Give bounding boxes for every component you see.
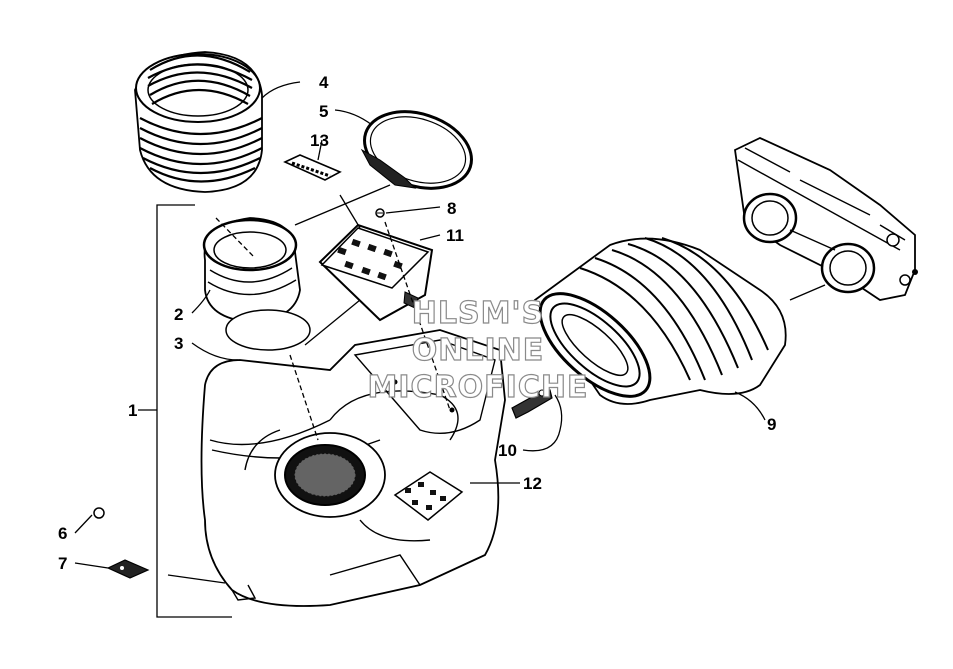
callout-labels: 1 2 3 4 5 6 7 8 9 10 11 12 13 [58, 73, 776, 573]
callout-7: 7 [58, 554, 67, 573]
watermark-line-3: MICROFICHE [368, 370, 589, 405]
watermark-line-2: ONLINE [412, 333, 545, 368]
watermark: HLSM'S ONLINE MICROFICHE [367, 295, 589, 405]
part-10-clamp [511, 389, 553, 419]
leader-lines [74, 81, 826, 618]
callout-1: 1 [128, 401, 137, 420]
callout-5: 5 [319, 102, 328, 121]
part-3-gasket [225, 309, 311, 351]
callout-11: 11 [446, 226, 464, 245]
part-7-bracket [106, 559, 150, 579]
part-11-filter-box [318, 223, 434, 322]
part-13-pad [283, 154, 342, 181]
callout-6: 6 [58, 524, 67, 543]
callout-12: 12 [523, 474, 542, 493]
callout-13: 13 [310, 131, 329, 150]
watermark-line-1: HLSM'S [412, 296, 544, 331]
part-5-clamp-ring [360, 110, 473, 190]
part-4-intake-boot [134, 51, 263, 193]
part-9-intake-duct [533, 237, 787, 405]
part-1-airbox-body [200, 329, 506, 607]
callout-10: 10 [498, 441, 517, 460]
part-8-screw [375, 208, 385, 218]
callout-8: 8 [447, 199, 456, 218]
callout-9: 9 [767, 415, 776, 434]
part-2-intake-adapter [202, 217, 301, 323]
callout-2: 2 [174, 305, 183, 324]
part-6-fastener [93, 507, 105, 519]
callout-3: 3 [174, 334, 183, 353]
callout-4: 4 [319, 73, 329, 92]
carburetor-assembly [734, 137, 918, 301]
